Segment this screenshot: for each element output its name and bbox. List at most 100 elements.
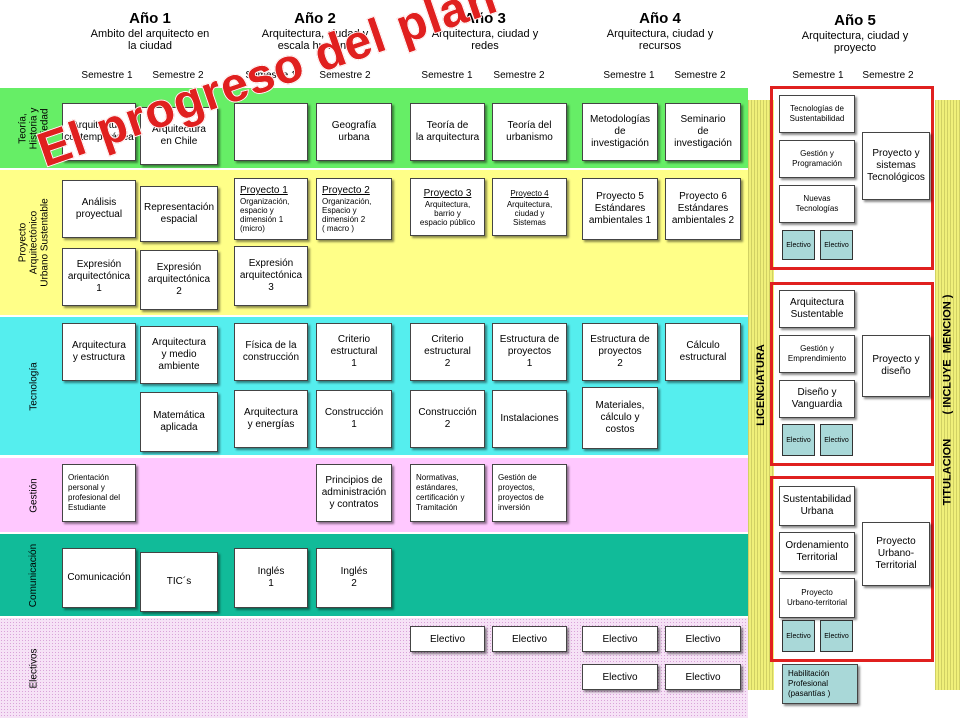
course-construccion-1[interactable]: Construcción 1: [316, 390, 392, 448]
course-tics[interactable]: TIC´s: [140, 552, 218, 612]
electivo-y3-s1[interactable]: Electivo: [410, 626, 485, 652]
course-expresion-3[interactable]: Expresión arquitectónica 3: [234, 246, 308, 306]
course-label: Proyecto Urbano-territorial: [786, 588, 848, 607]
y5-sustentabilidad-urbana[interactable]: Sustentabilidad Urbana: [779, 486, 855, 526]
course-proyecto-5[interactable]: Proyecto 5 Estándares ambientales 1: [582, 178, 658, 240]
course-expresion-1[interactable]: Expresión arquitectónica 1: [62, 248, 136, 306]
y5-electivo-small[interactable]: Electivo: [782, 424, 815, 456]
course-representacion[interactable]: Representación espacial: [140, 186, 218, 242]
course-criterio-estructural-1[interactable]: Criterio estructural 1: [316, 323, 392, 381]
course-orientacion[interactable]: Orientación personal y profesional del E…: [62, 464, 136, 522]
course-analisis-proyectual[interactable]: Análisis proyectual: [62, 180, 136, 238]
year-2-header: Año 2 Arquitectura, ciudad y escala huma…: [240, 10, 390, 52]
course-proyecto-4[interactable]: Proyecto 4 Arquitectura, ciudad y Sistem…: [492, 178, 567, 236]
semester-label: Semestre 1: [81, 70, 133, 81]
course-arquitectura-estructura[interactable]: Arquitectura y estructura: [62, 323, 136, 381]
course-principios-administracion[interactable]: Principios de administración y contratos: [316, 464, 392, 522]
y5-electivo-small[interactable]: Electivo: [820, 230, 853, 260]
course-year2-historia[interactable]: [234, 103, 308, 161]
course-label: Comunicación: [67, 572, 131, 583]
course-proyecto-3[interactable]: Proyecto 3 Arquitectura, barrio y espaci…: [410, 178, 485, 236]
course-gestion-proyectos[interactable]: Gestión de proyectos, proyectos de inver…: [492, 464, 567, 522]
electivo-label: Electivo: [685, 671, 721, 683]
course-criterio-estructural-2[interactable]: Criterio estructural 2: [410, 323, 485, 381]
course-label: Construcción 2: [418, 407, 477, 430]
course-label: Teoría de la arquitectura: [415, 120, 480, 143]
electivo-y4-s2-b[interactable]: Electivo: [665, 664, 741, 690]
electivo-label: Electivo: [824, 632, 849, 640]
y5-electivo-small[interactable]: Electivo: [820, 424, 853, 456]
course-proyecto-6[interactable]: Proyecto 6 Estándares ambientales 2: [665, 178, 741, 240]
y5-proyecto-diseno[interactable]: Proyecto y diseño: [862, 335, 930, 397]
y5-habilitacion-profesional[interactable]: Habilitación Profesional (pasantías ): [782, 664, 858, 704]
course-label: Ordenamiento Territorial: [785, 540, 849, 563]
course-label: Diseño y Vanguardia: [791, 387, 843, 410]
course-label: Estructura de proyectos 2: [590, 334, 650, 369]
licenciatura-strip: [748, 100, 774, 690]
electivo-label: Electivo: [602, 671, 638, 683]
course-arquitectura-medio-ambiente[interactable]: Arquitectura y medio ambiente: [140, 326, 218, 384]
y5-tecnologias-sustentabilidad[interactable]: Tecnologías de Sustentabilidad: [779, 95, 855, 133]
year-title: Año 5: [834, 12, 876, 29]
course-subtitle: Arquitectura, barrio y espacio público: [419, 199, 476, 227]
course-arquitectura-energias[interactable]: Arquitectura y energías: [234, 390, 308, 448]
course-estructura-proyectos-2[interactable]: Estructura de proyectos 2: [582, 323, 658, 381]
y5-gestion-emprendimiento[interactable]: Gestión y Emprendimiento: [779, 335, 855, 373]
course-materiales[interactable]: Materiales, cálculo y costos: [582, 387, 658, 449]
y5-proyecto-sistemas-tecnologicos[interactable]: Proyecto y sistemas Tecnológicos: [862, 132, 930, 200]
semester-label: Semestre 1: [792, 70, 844, 81]
y5-arquitectura-sustentable[interactable]: Arquitectura Sustentable: [779, 290, 855, 328]
electivo-label: Electivo: [786, 436, 811, 444]
electivo-y4-s2-a[interactable]: Electivo: [665, 626, 741, 652]
y5-diseno-vanguardia[interactable]: Diseño y Vanguardia: [779, 380, 855, 418]
course-fisica-construccion[interactable]: Física de la construcción: [234, 323, 308, 381]
course-arquitectura-contemporanea[interactable]: Arquitectura contemporánea: [62, 103, 136, 161]
course-proyecto-2[interactable]: Proyecto 2 Organización, Espacio y dimen…: [316, 178, 392, 240]
course-expresion-2[interactable]: Expresión arquitectónica 2: [140, 250, 218, 310]
electivo-y3-s2[interactable]: Electivo: [492, 626, 567, 652]
course-normativas[interactable]: Normativas, estándares, certificación y …: [410, 464, 485, 522]
band-label-gestion: Gestión: [28, 477, 40, 513]
course-metodologias[interactable]: Metodologías de investigación: [582, 103, 658, 161]
course-label: Normativas, estándares, certificación y …: [416, 473, 465, 512]
mencion-frame-3: [770, 476, 934, 662]
course-calculo-estructural[interactable]: Cálculo estructural: [665, 323, 741, 381]
electivo-y4-s1-a[interactable]: Electivo: [582, 626, 658, 652]
semester-label: Semestre 1: [603, 70, 655, 81]
y5-gestion-programacion[interactable]: Gestión y Programación: [779, 140, 855, 178]
course-construccion-2[interactable]: Construcción 2: [410, 390, 485, 448]
course-instalaciones[interactable]: Instalaciones: [492, 390, 567, 448]
year-title: Año 1: [129, 10, 171, 27]
course-matematica-aplicada[interactable]: Matemática aplicada: [140, 392, 218, 452]
course-geografia-urbana[interactable]: Geografía urbana: [316, 103, 392, 161]
year-subtitle: Arquitectura, ciudad y proyecto: [801, 30, 909, 54]
y5-ordenamiento-territorial[interactable]: Ordenamiento Territorial: [779, 532, 855, 572]
electivo-label: Electivo: [786, 241, 811, 249]
course-label: Inglés 2: [340, 566, 368, 589]
course-label: Criterio estructural 2: [424, 334, 471, 369]
course-proyecto-1[interactable]: Proyecto 1 Organización, espacio y dimen…: [234, 178, 308, 240]
course-estructura-proyectos-1[interactable]: Estructura de proyectos 1: [492, 323, 567, 381]
electivo-y4-s1-b[interactable]: Electivo: [582, 664, 658, 690]
course-ingles-1[interactable]: Inglés 1: [234, 548, 308, 608]
course-label: Nuevas Tecnologías: [795, 194, 839, 213]
course-label: Expresión arquitectónica 2: [147, 262, 211, 297]
course-comunicacion[interactable]: Comunicación: [62, 548, 136, 608]
y5-electivo-small[interactable]: Electivo: [782, 620, 815, 652]
course-label: Gestión de proyectos, proyectos de inver…: [498, 473, 544, 512]
band-label-electivos: Electivos: [28, 647, 40, 689]
course-arquitectura-en-chile[interactable]: Arquitectura en Chile: [140, 107, 218, 165]
y5-proyecto-urbano-territorial[interactable]: Proyecto Urbano-territorial: [779, 578, 855, 618]
y5-proyecto-urbano-territorial-big[interactable]: Proyecto Urbano- Territorial: [862, 522, 930, 586]
course-label: Sustentabilidad Urbana: [782, 494, 852, 517]
y5-nuevas-tecnologias[interactable]: Nuevas Tecnologías: [779, 185, 855, 223]
course-label: Estructura de proyectos 1: [499, 334, 560, 369]
course-label: Instalaciones: [500, 413, 559, 424]
course-ingles-2[interactable]: Inglés 2: [316, 548, 392, 608]
course-seminario[interactable]: Seminario de investigación: [665, 103, 741, 161]
course-label: Expresión arquitectónica 1: [67, 259, 131, 294]
course-teoria-urbanismo[interactable]: Teoría del urbanismo: [492, 103, 567, 161]
y5-electivo-small[interactable]: Electivo: [820, 620, 853, 652]
course-teoria-arquitectura[interactable]: Teoría de la arquitectura: [410, 103, 485, 161]
y5-electivo-small[interactable]: Electivo: [782, 230, 815, 260]
